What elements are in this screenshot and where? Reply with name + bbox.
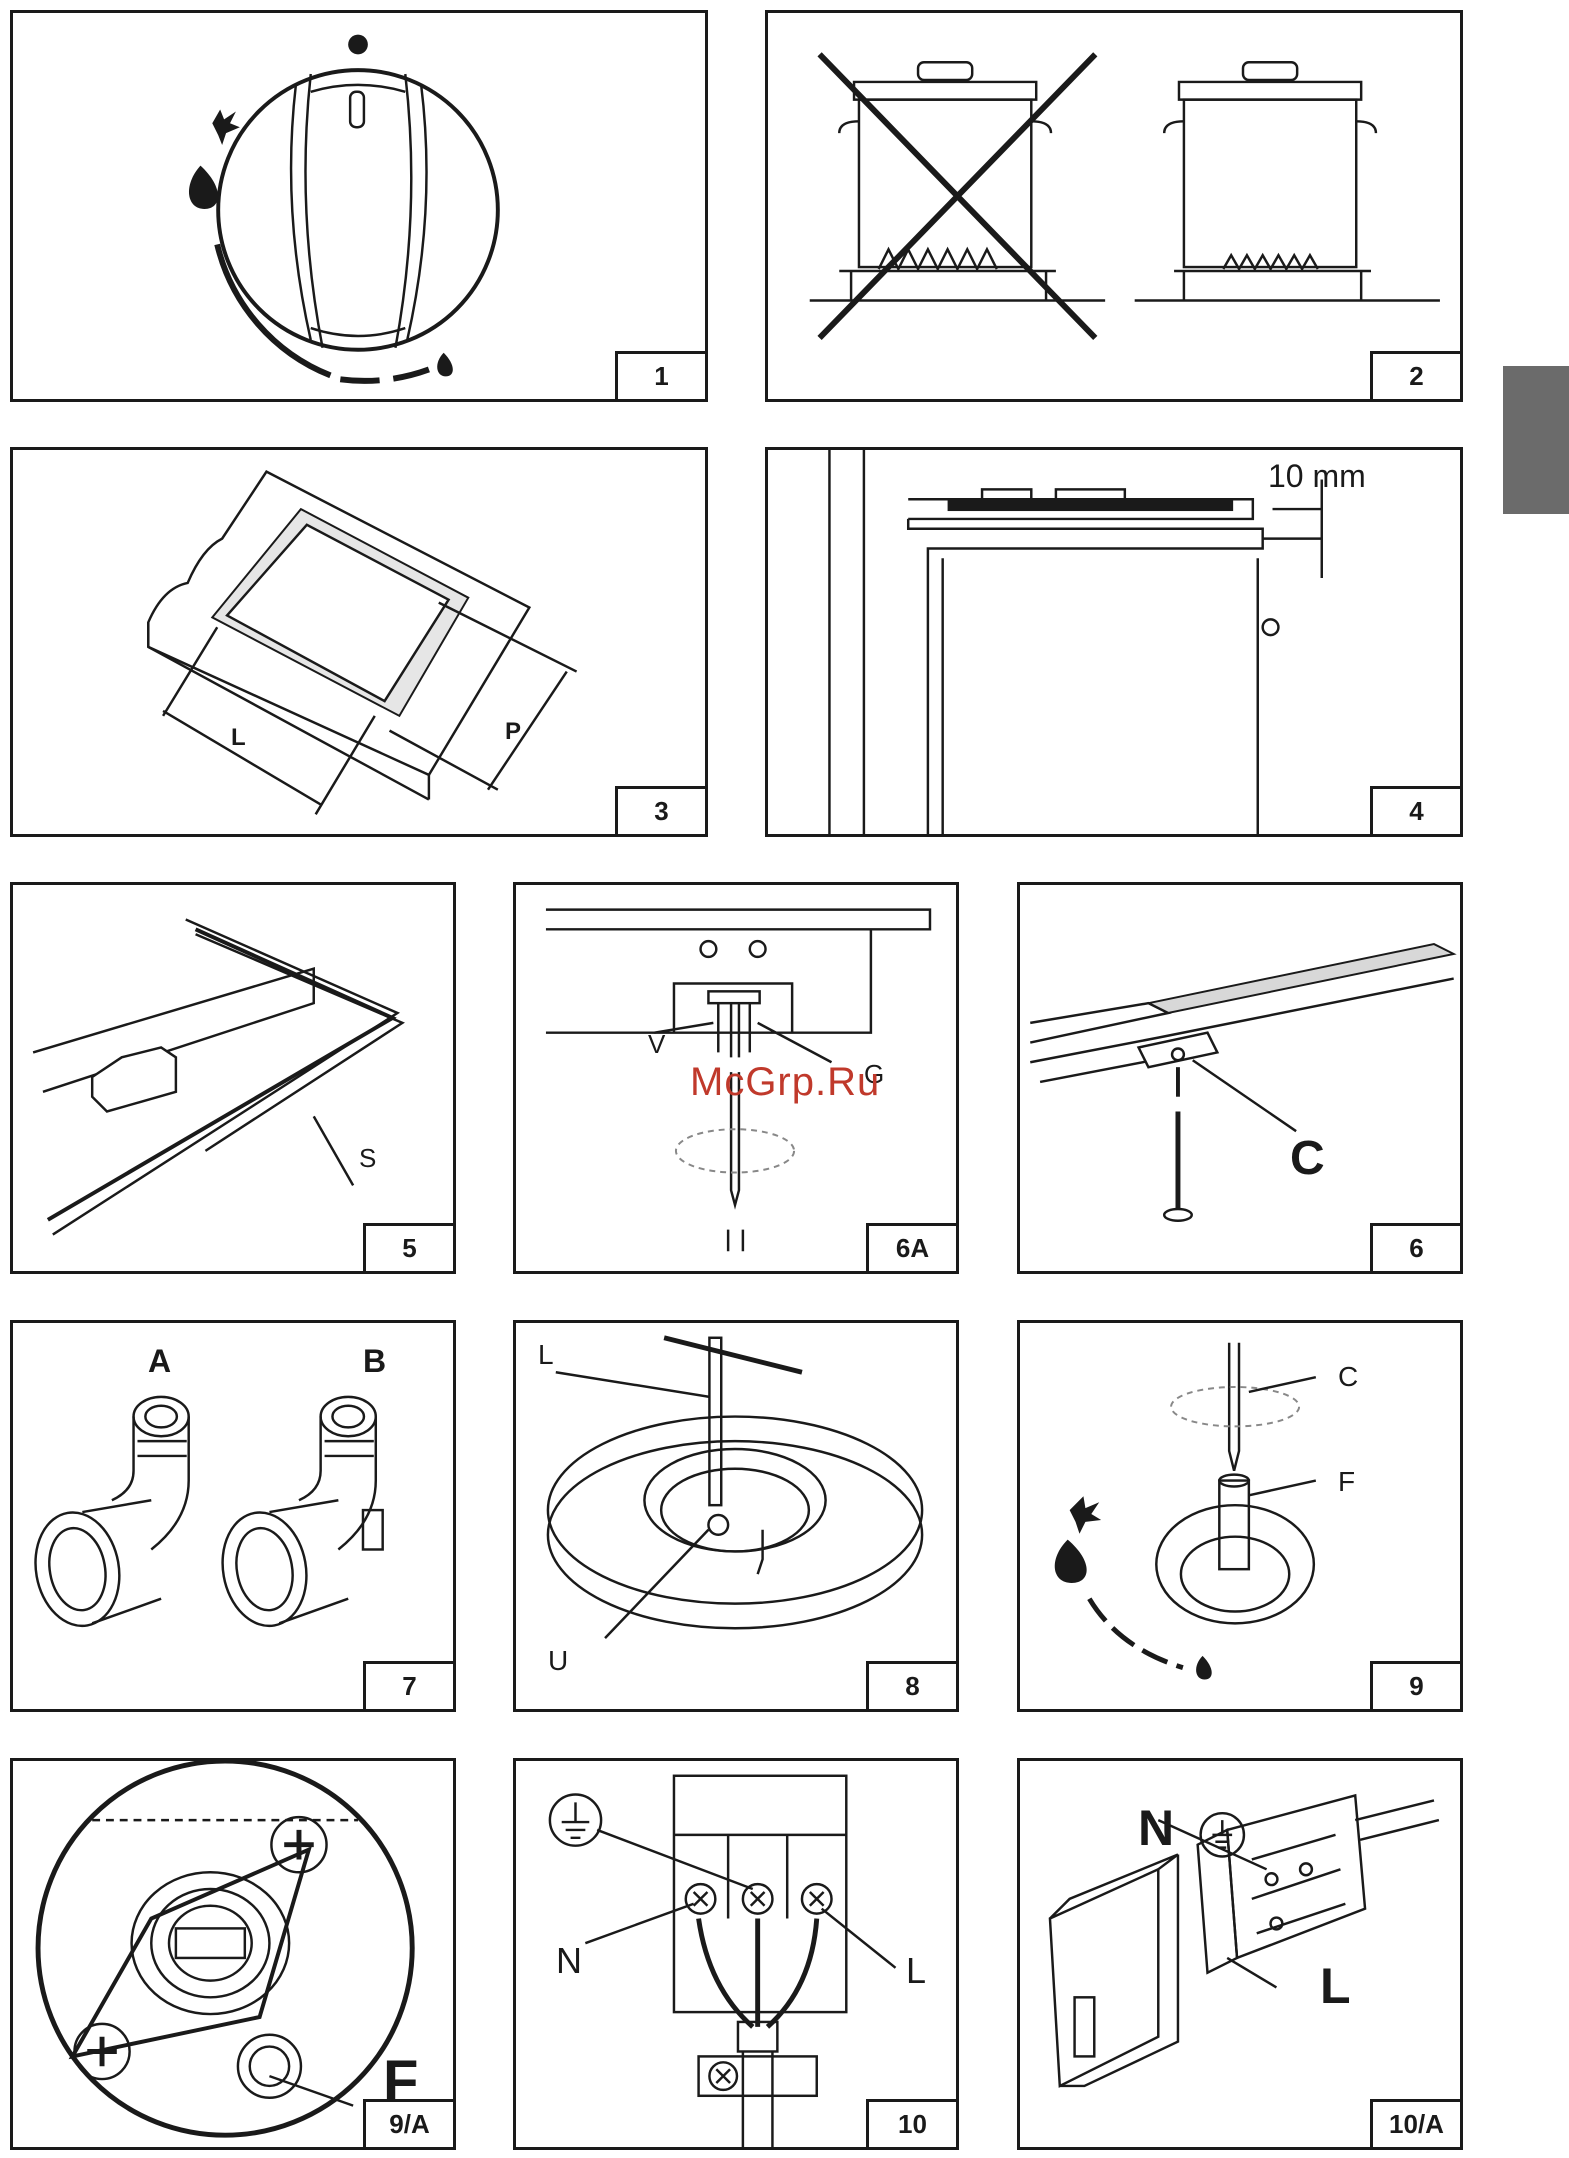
neutral-label-n: N — [1138, 1803, 1174, 1853]
screwdriver-label-c: C — [1338, 1363, 1358, 1391]
section-tab — [1503, 366, 1569, 514]
figure-number: 1 — [615, 351, 705, 399]
figure-number: 5 — [363, 1223, 453, 1271]
clearance-dimension: 10 mm — [1268, 460, 1366, 492]
spark-icon — [1070, 1496, 1102, 1533]
label-v: V — [648, 1031, 665, 1057]
figure-5-seal: S 5 — [10, 882, 456, 1274]
live-label-l: L — [1320, 1961, 1351, 2011]
neutral-label-n: N — [556, 1943, 582, 1979]
cutout-illustration — [13, 450, 705, 834]
section-illustration — [768, 450, 1460, 834]
pans-illustration — [768, 13, 1460, 399]
fitting-label-a: A — [148, 1345, 171, 1377]
valve-adjust-illustration — [1020, 1323, 1460, 1709]
figure-number: 6 — [1370, 1223, 1460, 1271]
figure-number: 2 — [1370, 351, 1460, 399]
live-label-l: L — [906, 1953, 926, 1989]
dimension-label-p: P — [505, 720, 521, 744]
figure-number: 7 — [363, 1661, 453, 1709]
watermark: McGrp.Ru — [690, 1060, 880, 1105]
tool-label-l: L — [538, 1341, 554, 1369]
figure-number: 9/A — [363, 2099, 453, 2147]
figure-4-section: 10 mm 4 — [765, 447, 1463, 837]
clamp-label-c: C — [1290, 1135, 1325, 1183]
seal-label-s: S — [359, 1145, 376, 1171]
dimension-label-l: L — [231, 726, 246, 750]
burner-illustration — [516, 1323, 956, 1709]
large-flame-icon — [1055, 1540, 1087, 1583]
knob-illustration — [13, 13, 705, 399]
small-flame-icon — [437, 353, 453, 377]
valve-label-f: F — [1338, 1468, 1355, 1496]
terminal-illustration — [516, 1761, 956, 2147]
figure-9a-valve-detail: F 9/A — [10, 1758, 456, 2150]
figure-1-knob: 1 — [10, 10, 708, 402]
figure-10a-terminal-box: N L 10/A — [1017, 1758, 1463, 2150]
figure-number: 6A — [866, 1223, 956, 1271]
figure-number: 10/A — [1370, 2099, 1460, 2147]
small-flame-icon — [1196, 1656, 1212, 1680]
figure-number: 4 — [1370, 786, 1460, 834]
figure-number: 10 — [866, 2099, 956, 2147]
figure-3-cutout: L P 3 — [10, 447, 708, 837]
large-flame-icon — [189, 166, 218, 209]
figure-9-valve-adjust: C F 9 — [1017, 1320, 1463, 1712]
figure-6-clamp: C 6 — [1017, 882, 1463, 1274]
fittings-illustration — [13, 1323, 453, 1709]
seal-illustration — [13, 885, 453, 1271]
nut-label-u: U — [548, 1647, 568, 1675]
terminal-box-illustration — [1020, 1761, 1460, 2147]
figure-number: 8 — [866, 1661, 956, 1709]
figure-number: 3 — [615, 786, 705, 834]
figure-7-fittings: A B 7 — [10, 1320, 456, 1712]
figure-number: 9 — [1370, 1661, 1460, 1709]
figure-8-burner: L U 8 — [513, 1320, 959, 1712]
fitting-label-b: B — [363, 1345, 386, 1377]
figure-2-pans: 2 — [765, 10, 1463, 402]
figure-10-terminal: N L 10 — [513, 1758, 959, 2150]
clamp-illustration — [1020, 885, 1460, 1271]
